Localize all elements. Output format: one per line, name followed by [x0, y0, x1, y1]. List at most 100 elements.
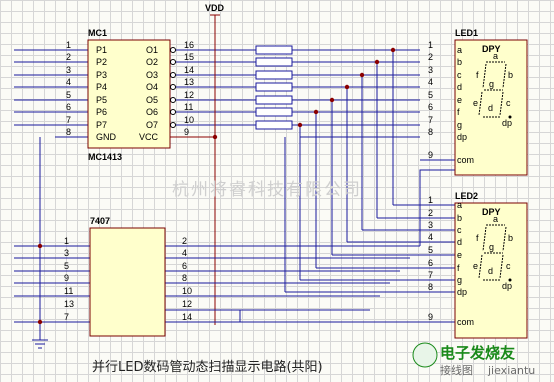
- mc1-in-label: P3: [96, 70, 107, 80]
- led1-pin-num: 8: [428, 127, 433, 137]
- mc1-out-pin-num: 13: [184, 77, 194, 87]
- 7407-out-pin-num: 10: [182, 286, 192, 296]
- led1-pin-num: 7: [428, 115, 433, 125]
- led2-pin-num: 3: [428, 220, 433, 230]
- 7407-in-pin-num: 7: [64, 312, 69, 322]
- led2-title: DPY: [482, 207, 501, 217]
- led1-pin-name: com: [457, 155, 474, 165]
- led2-pin-num: 5: [428, 245, 433, 255]
- led1-pin-num: 1: [428, 40, 433, 50]
- watermark-text: 杭州将睿科技有限公司: [172, 180, 362, 200]
- 7407-out-pin-num: 12: [182, 299, 192, 309]
- led2-pin-num: 1: [428, 195, 433, 205]
- led2-pin-name: e: [457, 250, 462, 260]
- led2-pin-name: d: [457, 237, 462, 247]
- led2-pin-num: 2: [428, 208, 433, 218]
- resistor-network: [255, 45, 293, 130]
- vdd-label: VDD: [205, 3, 225, 13]
- mc1-out-pin-num: 12: [184, 90, 194, 100]
- mc1-in-pin-num: 3: [66, 65, 71, 75]
- led1-pin-name: a: [457, 45, 462, 55]
- led2-pin-num: 7: [428, 270, 433, 280]
- led2-pin-num: 4: [428, 232, 433, 242]
- svg-text:a: a: [493, 51, 498, 61]
- mc1-in-label: P7: [96, 120, 107, 130]
- svg-text:d: d: [488, 103, 493, 113]
- led2-pin-num: 9: [428, 312, 433, 322]
- led2-ref: LED2: [455, 191, 478, 201]
- led2-pin-name: com: [457, 317, 474, 327]
- mc1-out-label: O2: [146, 57, 158, 67]
- mc1-in-label: P4: [96, 82, 107, 92]
- mc1-out-pin-num: 10: [184, 115, 194, 125]
- led1-pin-name: c: [457, 70, 462, 80]
- led2-pin-name: c: [457, 225, 462, 235]
- svg-text:e: e: [473, 261, 478, 271]
- led1-title: DPY: [482, 44, 501, 54]
- mc1-in-label: P5: [96, 95, 107, 105]
- mc1-out-pin-num: 11: [184, 102, 193, 112]
- mc1-out-label: O7: [146, 120, 158, 130]
- led2-pin-name: dp: [457, 287, 467, 297]
- mc1-out-pin-num: 14: [184, 65, 194, 75]
- led1-pin-num: 6: [428, 102, 433, 112]
- 7407-out-pin-num: 6: [182, 261, 187, 271]
- led2-display: LED2 DPY 1 a 2 b 3 c 4 d 5 e 6 f 7 g 8 dp 9 com a b c d e…: [428, 191, 528, 339]
- led1-pin-name: f: [457, 107, 460, 117]
- 7407-in-pin-num: 3: [64, 248, 69, 258]
- 7407-out-pin-num: 8: [182, 273, 187, 283]
- mc1-out-pin-num: 15: [184, 52, 194, 62]
- svg-text:dp: dp: [502, 118, 512, 128]
- wires: [14, 14, 455, 349]
- 7407-in-pin-num: 5: [64, 261, 69, 271]
- svg-text:e: e: [473, 98, 478, 108]
- led1-pin-name: g: [457, 120, 462, 130]
- mc1-in-label: GND: [96, 132, 117, 142]
- caption: 并行LED数码管动态扫描显示电路(共阳): [92, 359, 323, 375]
- 7407-in-pin-num: 11: [64, 286, 73, 296]
- mc1-in-pin-num: 2: [66, 52, 71, 62]
- mc1-in-pin-num: 5: [66, 90, 71, 100]
- svg-text:c: c: [506, 261, 511, 271]
- 7407-in-pin-num: 9: [64, 273, 69, 283]
- led1-pin-num: 5: [428, 90, 433, 100]
- mc1-out-label: O3: [146, 70, 158, 80]
- led2-pin-num: 8: [428, 282, 433, 292]
- led1-pin-name: b: [457, 57, 462, 67]
- mc1-in-pin-num: 6: [66, 102, 71, 112]
- svg-text:g: g: [489, 242, 494, 252]
- led1-pin-name: e: [457, 95, 462, 105]
- led2-pin-num: 6: [428, 258, 433, 268]
- led1-ref: LED1: [455, 28, 478, 38]
- logo-line1: 电子发烧友: [440, 344, 515, 362]
- led1-pin-num: 3: [428, 65, 433, 75]
- mc1-in-pin-num: 7: [66, 115, 71, 125]
- mc1-in-label: P6: [96, 107, 107, 117]
- led1-pin-num: 2: [428, 52, 433, 62]
- mc1-in-label: P2: [96, 57, 107, 67]
- led1-segments: a b c d e f g dp: [473, 51, 513, 128]
- svg-text:a: a: [493, 214, 498, 224]
- mc1-ref: MC1: [88, 28, 107, 38]
- logo-line2: 接线图: [440, 363, 473, 377]
- svg-text:b: b: [508, 233, 513, 243]
- mc1-out-label: O6: [146, 107, 158, 117]
- 7407-ref: 7407: [90, 216, 110, 226]
- led2-pin-name: f: [457, 263, 460, 273]
- mc1-out-pin-num: 16: [184, 40, 194, 50]
- mc1-out-label: O1: [146, 45, 158, 55]
- 7407-in-pin-num: 1: [64, 236, 69, 246]
- led2-segments: a b c d e f g dp: [473, 214, 513, 291]
- led2-pin-name: g: [457, 275, 462, 285]
- svg-text:b: b: [508, 70, 513, 80]
- led1-pin-name: dp: [457, 132, 467, 142]
- svg-text:c: c: [506, 98, 511, 108]
- mc1-part: MC1413: [88, 152, 122, 162]
- led1-pin-num: 9: [428, 150, 433, 160]
- junction-dots: [37, 47, 396, 325]
- svg-text:g: g: [489, 79, 494, 89]
